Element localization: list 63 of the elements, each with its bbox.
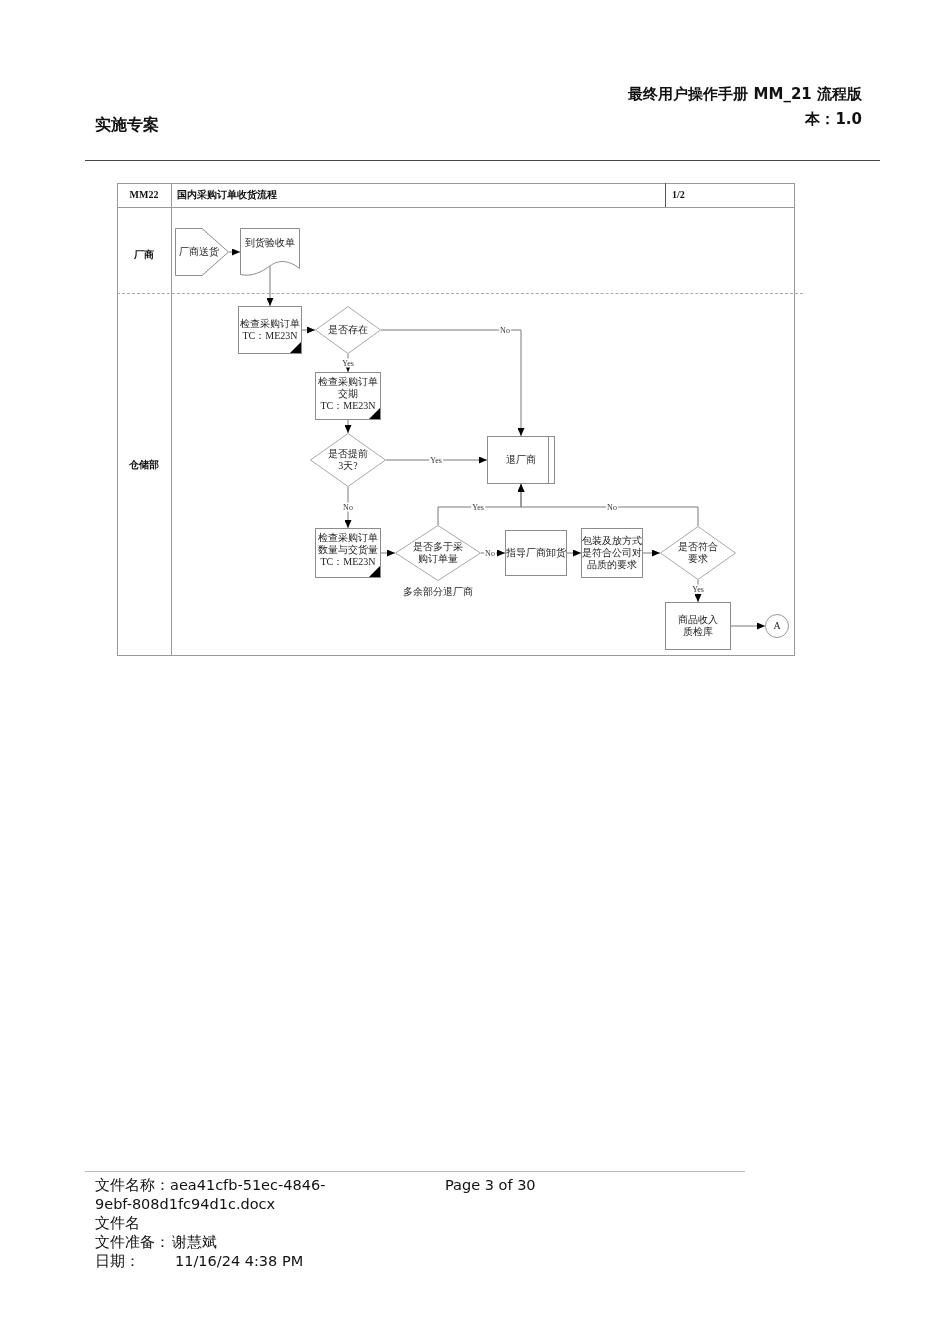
project-title: 实施专案 [95,114,159,136]
edge-label: No [499,325,511,335]
footer-text: 文件名 [95,1214,140,1233]
flow-arrow [344,486,352,529]
page-number: Page 3 of 30 [445,1176,536,1195]
decision-label: 是否多于采购订单量 [412,541,464,565]
predefined-process-box [487,436,555,484]
field-label: 日期： [95,1252,140,1271]
process-box [505,530,567,576]
field-value: 谢慧斌 [172,1233,217,1252]
note-text: 多余部分退厂商 [403,586,473,598]
decision-label: 是否存在 [328,324,368,336]
process-box [315,528,381,578]
flow-arrow [385,456,488,464]
connector-label: A [773,620,781,632]
process-box [315,372,381,420]
decision-diamond [660,526,736,580]
edge-label: No [342,502,354,512]
process-title: 国内采购订单收货流程 [177,189,277,201]
decision-diamond [310,433,386,487]
decision-diamond [395,525,481,581]
lane-label: 厂商 [134,249,154,261]
step-label: 检查采购订单交期 TC：ME23N [317,376,379,412]
edge-label: Yes [341,358,355,368]
flow-arrow [344,419,352,434]
flow-arrow [266,265,274,307]
edge-label: No [484,548,496,558]
step-label: 包装及放方式是符合公司对品质的要求 [582,535,642,571]
step-label: 检查采购订单数量与交货量 TC：ME23N [317,532,379,568]
decision-label: 是否提前3天? [327,448,369,472]
edge-label: Yes [471,502,485,512]
field-value: 11/16/24 4:38 PM [175,1252,304,1271]
edge-label: Yes [691,584,705,594]
flow-arrow [380,329,525,437]
lane-label: 仓储部 [129,459,159,471]
manual-title: 最终用户操作手册 MM_21 流程版本：1.0 [627,84,862,130]
flow-arrow [301,326,316,334]
process-code: MM22 [129,189,159,201]
process-box [581,528,643,578]
step-label: 检查采购订单 TC：ME23N [239,318,301,342]
decision-label: 是否符合要求 [677,541,719,565]
document-label: 到货验收单 [245,237,295,249]
step-label: 厂商送货 [179,246,219,258]
step-label: 退厂商 [506,454,536,466]
step-label: 商品收入质检库 [677,614,719,638]
document-shape [240,228,300,276]
step-label: 指导厂商卸货 [506,547,566,559]
decision-diamond [315,306,381,354]
off-page-connector [175,228,229,276]
process-box [665,602,731,650]
connector-circle [765,614,789,638]
edge-label: Yes [429,455,443,465]
field-label: 文件准备： [95,1233,170,1252]
process-box [238,306,302,354]
flow-arrow [730,622,766,630]
flow-arrow [517,483,699,527]
flow-arrow [566,549,582,557]
edge-label: No [606,502,618,512]
file-name: 文件名称：aea41cfb-51ec-4846-9ebf-808d1fc94d1c.docx [95,1176,327,1214]
page-number: 1/2 [672,189,685,201]
flow-arrow [228,248,241,256]
flow-arrow [642,549,661,557]
flow-arrow [380,549,396,557]
